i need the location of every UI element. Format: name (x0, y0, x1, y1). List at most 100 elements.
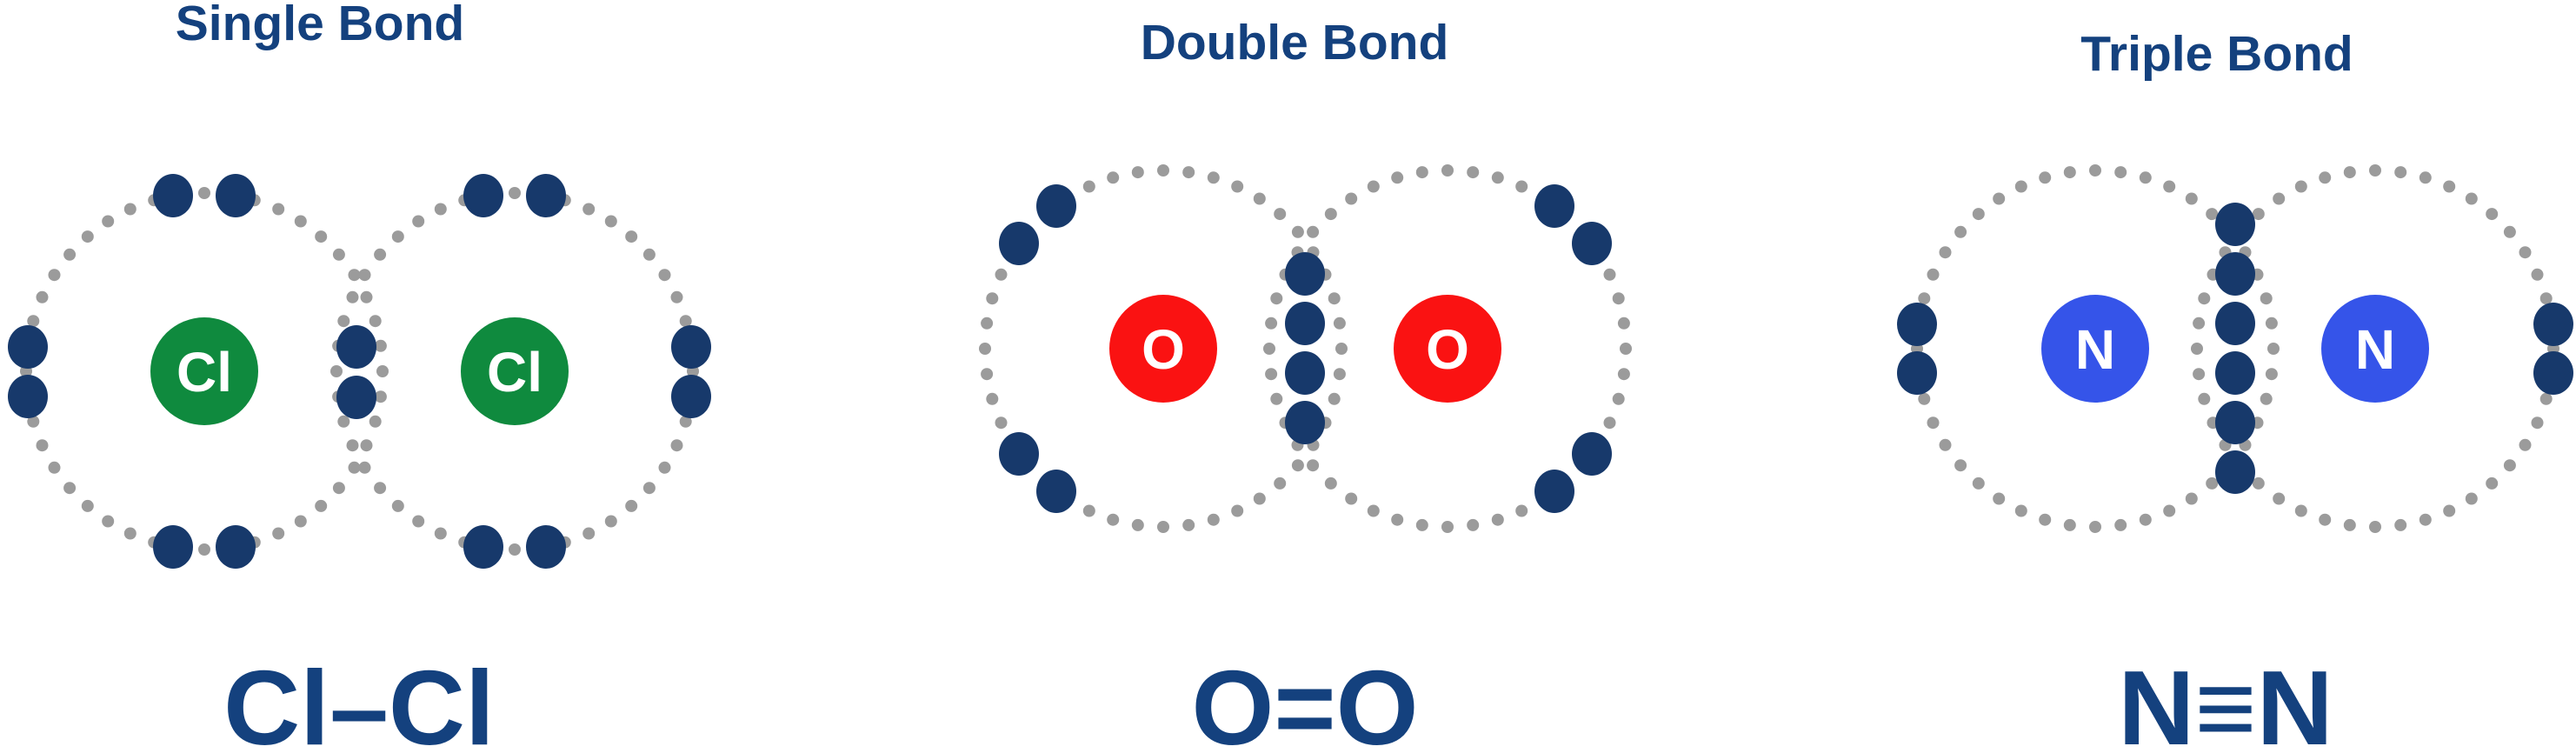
shell-dot (2273, 492, 2286, 505)
shell-dot (391, 230, 404, 243)
shell-dot (2063, 166, 2076, 179)
shell-dot (2191, 343, 2203, 355)
shell-dot (81, 230, 94, 243)
shell-dot (2294, 180, 2307, 193)
shell-dot (2114, 518, 2127, 531)
shell-dot (2486, 476, 2499, 490)
shell-dot (2139, 171, 2152, 184)
shell-dot (2503, 459, 2516, 472)
shell-dot (294, 515, 307, 528)
lone-pair-electron (1534, 470, 1574, 513)
shell-dot (1207, 513, 1220, 526)
shared-electron (1285, 351, 1325, 395)
shell-dot (2394, 166, 2407, 179)
shell-dot (1954, 459, 1967, 472)
electrons (8, 174, 711, 569)
electron-shells (979, 164, 1632, 533)
shell-dot (2185, 192, 2198, 205)
shell-dot (2343, 166, 2356, 179)
shell-dot (2443, 504, 2456, 517)
shell-dot (1157, 164, 1169, 177)
shell-dot (658, 269, 671, 282)
shell-dot (2206, 208, 2219, 221)
shell-dot (1274, 208, 1287, 221)
shell-dot (1603, 416, 1616, 430)
atom-symbol-label: Cl (487, 341, 542, 403)
shell-dot (1993, 192, 2006, 205)
shell-dot (1617, 368, 1630, 381)
shell-dot (2503, 225, 2516, 238)
shell-dot (81, 499, 94, 512)
lone-pair-electron (8, 375, 48, 418)
lone-pair-electron (1897, 351, 1937, 395)
shell-dot (2265, 317, 2278, 330)
lone-pair-electron (999, 432, 1039, 476)
shell-dot (604, 515, 617, 528)
shell-dot (2539, 292, 2553, 305)
shell-dot (337, 415, 350, 428)
shell-dot (986, 292, 999, 305)
atom-symbol-label: N (2355, 318, 2395, 381)
lone-pair-electron (153, 525, 193, 569)
shell-dot (1082, 504, 1095, 517)
atom-symbol-label: O (1426, 318, 1469, 381)
shell-dot (1131, 518, 1144, 531)
shell-dot (2252, 476, 2265, 490)
shell-dot (102, 515, 115, 528)
atom-symbol-label: O (1142, 318, 1185, 381)
shared-electron (336, 376, 376, 419)
shell-dot (670, 439, 683, 452)
shell-dot (2465, 192, 2478, 205)
shell-dot (995, 416, 1008, 430)
shell-dot (1927, 268, 1940, 281)
shell-dot (1415, 166, 1428, 179)
shell-dot (1954, 225, 1967, 238)
shell-dot (360, 290, 373, 303)
shell-dot (358, 461, 371, 474)
shell-dot (2260, 292, 2273, 305)
shell-dot (1253, 192, 1266, 205)
atom-symbol-label: Cl (176, 341, 232, 403)
shell-dot (2260, 392, 2273, 405)
shell-dot (995, 268, 1008, 281)
atom-circle-o (1109, 295, 1217, 403)
shell-dot (1270, 292, 1283, 305)
lone-pair-electron (216, 174, 256, 217)
shell-dot (1307, 459, 1320, 472)
shell-dot (2294, 504, 2307, 517)
lone-pair-electron (1572, 222, 1612, 265)
shared-electron (336, 325, 376, 369)
shell-dot (1231, 180, 1244, 193)
lone-pair-electron (153, 174, 193, 217)
shell-dot (346, 290, 359, 303)
shell-dot (198, 543, 210, 556)
shell-dot (2369, 521, 2381, 533)
shell-dot (102, 215, 115, 228)
shell-dot (2252, 208, 2265, 221)
shell-dot (48, 461, 61, 474)
lone-pair-electron (463, 525, 503, 569)
panel-title-single-bond: Single Bond (176, 0, 464, 51)
bond-formula-triple: N≡N (2118, 649, 2333, 753)
shell-dot (1927, 416, 1940, 430)
shell-dot (1307, 225, 1320, 238)
electron-shells (1911, 164, 2559, 533)
shared-electron (1285, 302, 1325, 345)
shell-dot (1515, 504, 1528, 517)
shell-dot (1441, 521, 1454, 533)
shell-dot (2273, 192, 2286, 205)
shell-dot (376, 365, 389, 377)
shell-dot (2089, 521, 2101, 533)
shell-dot (1391, 171, 1404, 184)
shared-electron (1285, 401, 1325, 444)
shell-dot (2193, 317, 2206, 330)
shell-dot (1367, 504, 1380, 517)
shell-dot (2198, 392, 2211, 405)
shell-dot (48, 269, 61, 282)
shell-dot (2443, 180, 2456, 193)
shell-dot (391, 499, 404, 512)
shell-dot (625, 230, 638, 243)
bond-formula-double: O=O (1191, 649, 1418, 753)
shell-dot (332, 482, 345, 495)
